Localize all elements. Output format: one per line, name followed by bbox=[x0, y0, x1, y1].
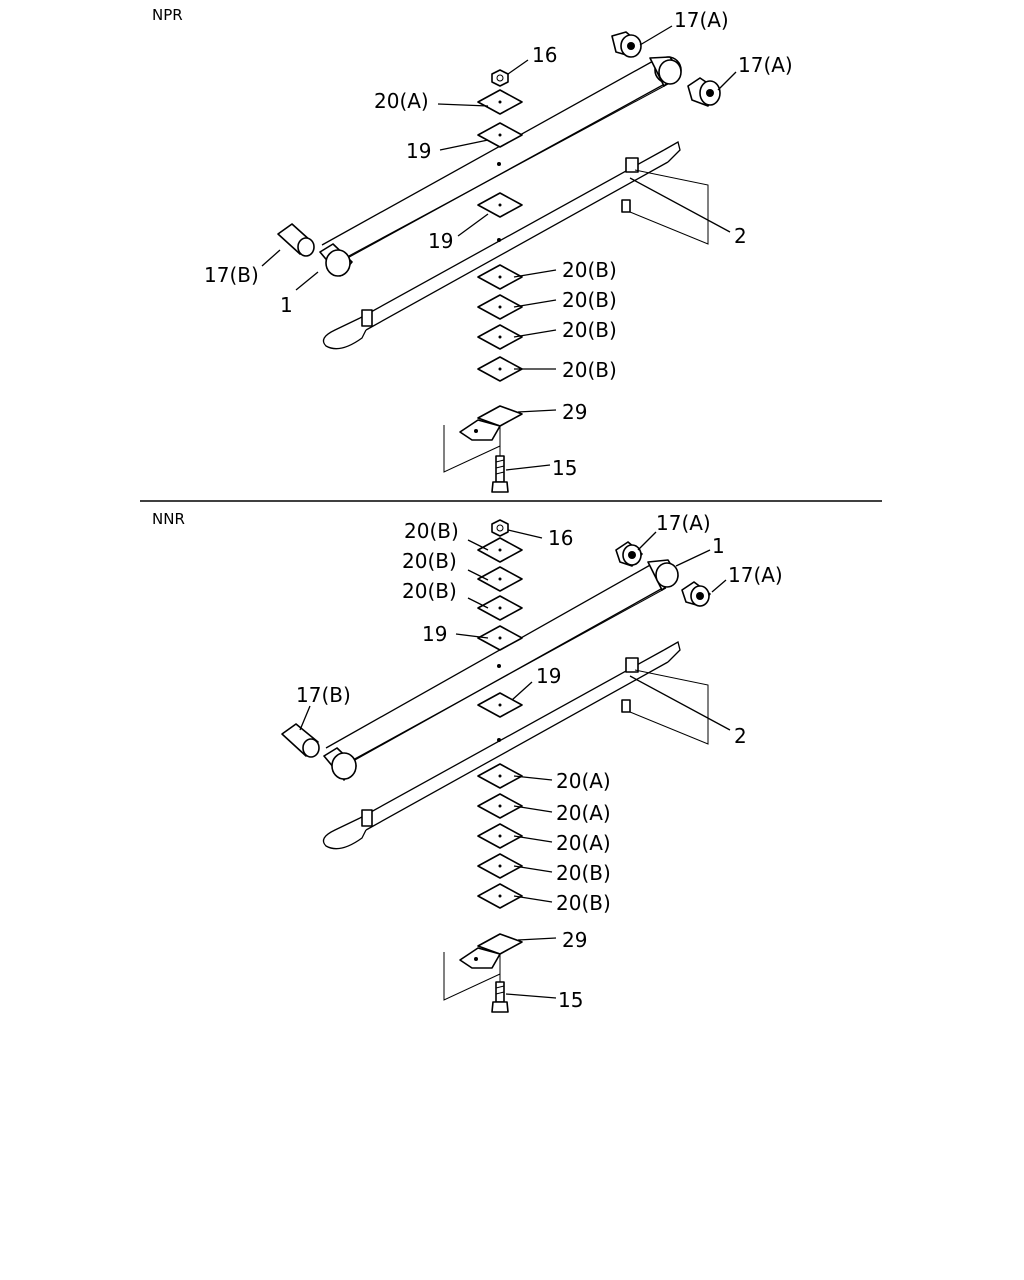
bushing-17b bbox=[281, 723, 320, 758]
leaf-spring-main bbox=[323, 559, 679, 781]
shim-stack-lower bbox=[477, 264, 523, 382]
callout-19-lower: 19 bbox=[428, 229, 453, 253]
section-title-npr: NPR bbox=[152, 6, 183, 24]
leaf-spring-main bbox=[319, 56, 682, 277]
bolt-15 bbox=[491, 981, 509, 1013]
callout-15: 15 bbox=[552, 456, 577, 480]
callout-20a: 20(A) bbox=[374, 89, 429, 113]
callout-2: 2 bbox=[734, 224, 747, 248]
shim-stack-lower bbox=[477, 763, 523, 909]
callout-20b-top3: 20(B) bbox=[402, 579, 457, 603]
callout-20b-2: 20(B) bbox=[556, 891, 611, 915]
bushing-17b bbox=[277, 223, 315, 257]
callout-20b-4: 20(B) bbox=[562, 358, 617, 382]
bracket-outline-2 bbox=[629, 169, 709, 245]
callout-20b-top2: 20(B) bbox=[402, 549, 457, 573]
callout-20b-1: 20(B) bbox=[556, 861, 611, 885]
nut-16 bbox=[491, 519, 509, 537]
callout-29: 29 bbox=[562, 400, 587, 424]
bushing-17a-top bbox=[611, 31, 642, 58]
callout-17a-right: 17(A) bbox=[728, 563, 783, 587]
callout-17a-top: 17(A) bbox=[656, 511, 711, 535]
callout-20a-3: 20(A) bbox=[556, 831, 611, 855]
bracket-29 bbox=[459, 405, 523, 456]
callout-17b: 17(B) bbox=[296, 683, 351, 707]
callout-20b-3: 20(B) bbox=[562, 318, 617, 342]
bushing-17a-top bbox=[615, 541, 643, 567]
callout-19-upper: 19 bbox=[422, 622, 447, 646]
bracket-outline-29 bbox=[443, 952, 501, 1001]
callout-20b-1: 20(B) bbox=[562, 258, 617, 282]
callout-17a-right: 17(A) bbox=[738, 53, 793, 77]
nut-16 bbox=[491, 69, 509, 87]
callout-17b: 17(B) bbox=[204, 263, 259, 287]
callout-15: 15 bbox=[558, 988, 583, 1012]
pin-2 bbox=[621, 199, 631, 213]
callout-1: 1 bbox=[280, 293, 293, 317]
bushing-17a-right bbox=[681, 581, 711, 607]
callout-17a-top: 17(A) bbox=[674, 8, 729, 32]
npr-section: NPR bbox=[152, 6, 793, 493]
callout-20a-2: 20(A) bbox=[556, 801, 611, 825]
section-title-nnr: NNR bbox=[152, 510, 185, 528]
callout-20b-top1: 20(B) bbox=[404, 519, 459, 543]
bolt-15 bbox=[491, 455, 509, 493]
bushing-17a-right bbox=[687, 77, 721, 107]
callout-19-upper: 19 bbox=[406, 139, 431, 163]
callout-16: 16 bbox=[532, 43, 557, 67]
callout-29: 29 bbox=[562, 928, 587, 952]
leaf-spring-helper bbox=[322, 641, 681, 850]
callout-20b-2: 20(B) bbox=[562, 288, 617, 312]
callout-1: 1 bbox=[712, 534, 725, 558]
callout-19-lower: 19 bbox=[536, 664, 561, 688]
pin-2 bbox=[621, 699, 631, 713]
callout-2: 2 bbox=[734, 724, 747, 748]
bracket-outline-29 bbox=[443, 425, 501, 473]
callout-20a-1: 20(A) bbox=[556, 769, 611, 793]
bracket-outline-2 bbox=[629, 669, 709, 745]
nnr-section: NNR bbox=[152, 510, 783, 1013]
bracket-29 bbox=[459, 933, 523, 982]
leaf-spring-helper bbox=[322, 141, 681, 350]
callout-16: 16 bbox=[548, 526, 573, 550]
